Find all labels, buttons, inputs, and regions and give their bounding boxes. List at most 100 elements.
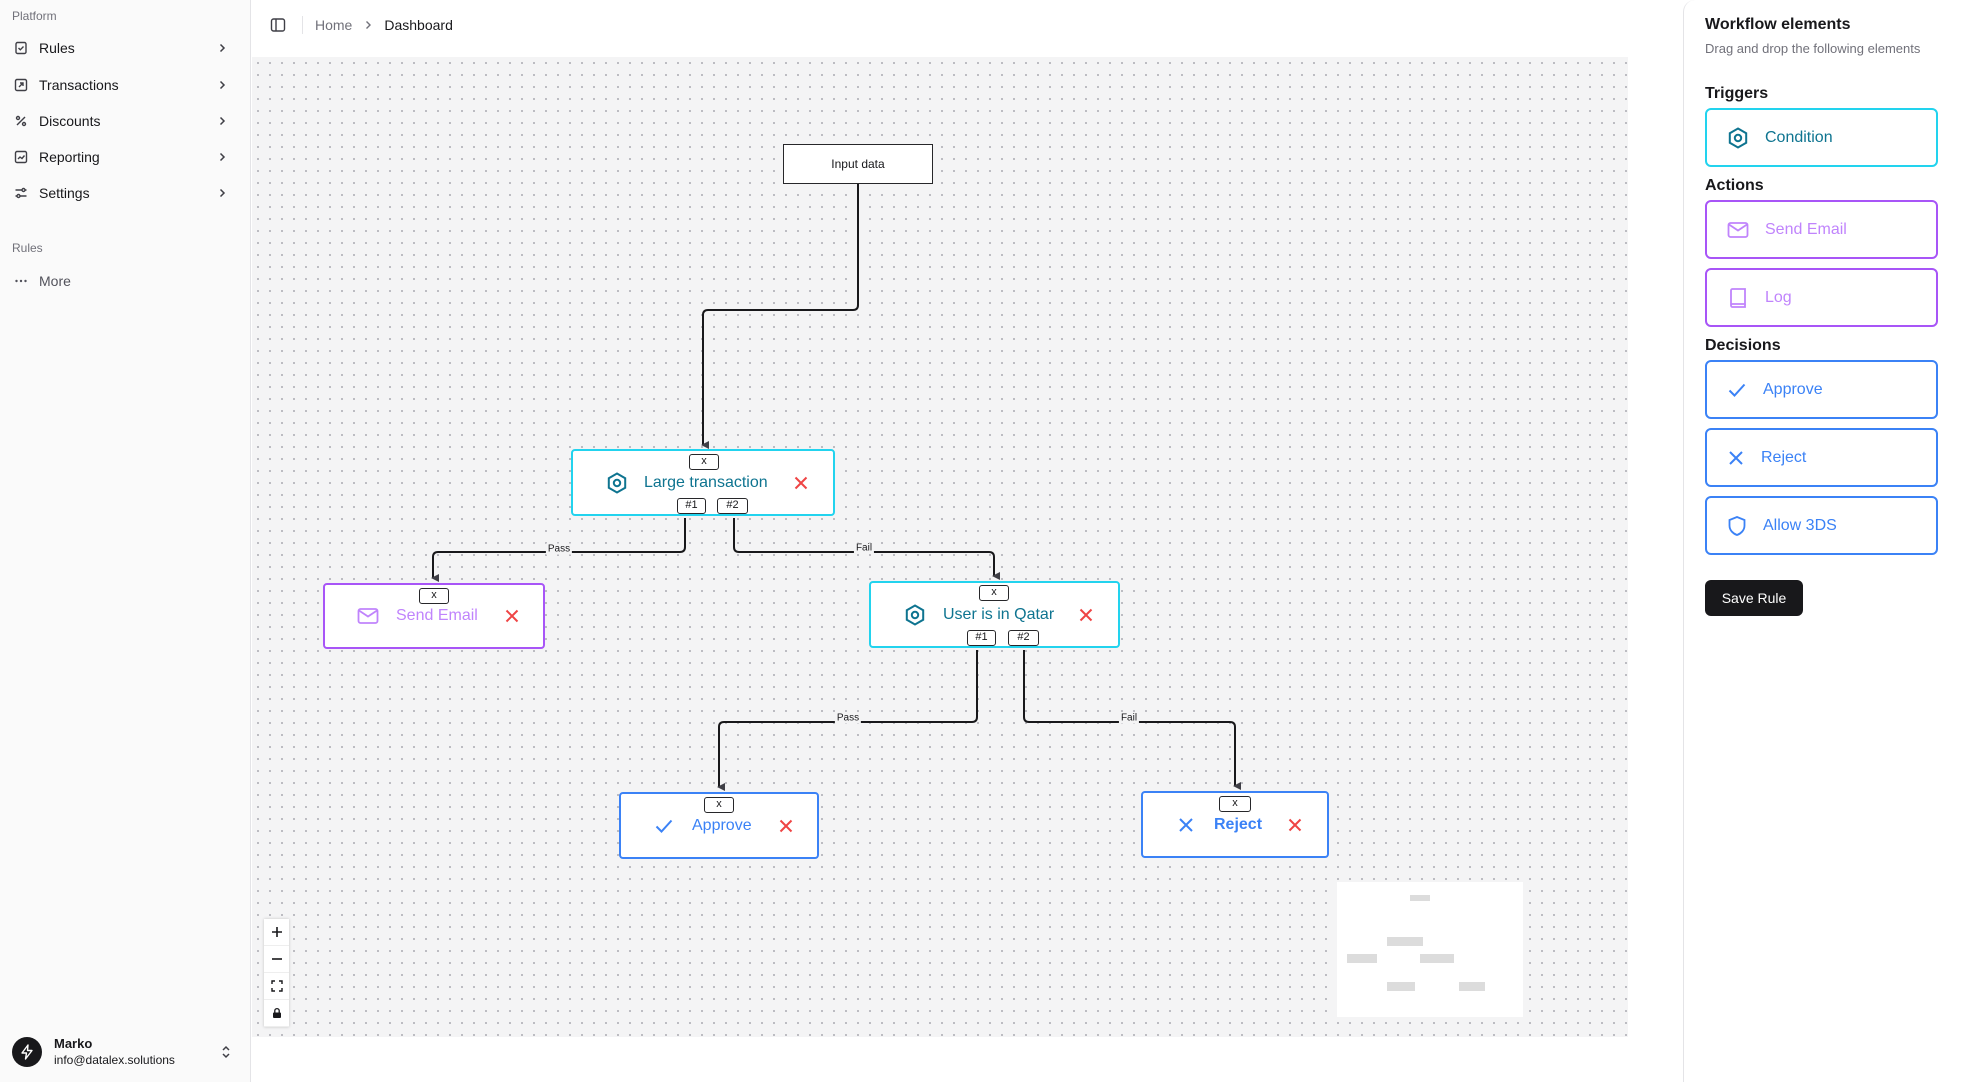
chevron-right-icon — [216, 186, 230, 200]
fit-view-button[interactable] — [264, 973, 289, 1000]
section-decisions: Decisions — [1705, 337, 1781, 354]
plus-icon — [271, 927, 282, 937]
avatar — [12, 1037, 42, 1067]
save-rule-button[interactable]: Save Rule — [1705, 580, 1803, 616]
reporting-icon — [13, 149, 29, 165]
workflow-canvas[interactable]: Pass Fail Pass Fail Input data Large tra… — [252, 57, 1628, 1037]
settings-icon — [13, 185, 29, 201]
sidebar-item-label: Settings — [39, 185, 90, 201]
input-handle[interactable]: x — [1219, 796, 1251, 812]
bolt-icon — [21, 1044, 33, 1060]
sidebar-item-rules[interactable]: Rules — [10, 31, 236, 65]
edge-label-pass: Pass — [834, 712, 862, 724]
chevron-right-icon — [216, 78, 230, 92]
sidebar-item-settings[interactable]: Settings — [10, 176, 236, 210]
sidebar-item-discounts[interactable]: Discounts — [10, 104, 236, 138]
sidebar-item-reporting[interactable]: Reporting — [10, 140, 236, 174]
draggable-send-email[interactable]: Send Email — [1705, 200, 1938, 259]
element-label: Allow 3DS — [1763, 516, 1837, 534]
chevron-right-icon — [362, 19, 374, 31]
workflow-elements-panel: Workflow elements Drag and drop the foll… — [1683, 0, 1961, 1082]
group-label-rules: Rules — [12, 241, 43, 255]
sidebar-item-transactions[interactable]: Transactions — [10, 68, 236, 102]
breadcrumb-current: Dashboard — [384, 17, 453, 33]
header: Home Dashboard — [252, 0, 1628, 50]
element-label: Approve — [1763, 380, 1823, 398]
input-handle[interactable]: x — [419, 588, 449, 604]
breadcrumb-home[interactable]: Home — [315, 17, 353, 33]
edge-label-fail: Fail — [853, 542, 875, 554]
fit-view-icon — [270, 980, 283, 992]
sidebar-item-more[interactable]: More — [10, 264, 236, 298]
node-approve[interactable]: Approve — [619, 792, 819, 859]
input-data-node[interactable]: Input data — [783, 144, 933, 184]
draggable-log[interactable]: Log — [1705, 268, 1938, 327]
shield-icon — [1726, 515, 1748, 537]
sidebar-item-label: More — [39, 273, 71, 289]
panel-subtitle: Drag and drop the following elements — [1705, 41, 1921, 56]
user-name: Marko — [54, 1036, 93, 1051]
output-handle-2[interactable]: #2 — [1008, 630, 1039, 646]
divider — [302, 16, 303, 34]
edge-label-pass: Pass — [545, 543, 573, 555]
edge-label-fail: Fail — [1118, 712, 1140, 724]
more-icon — [13, 273, 29, 289]
canvas-controls — [264, 919, 289, 1027]
percent-icon — [13, 113, 29, 129]
edge-input-to-large-transaction — [701, 183, 859, 449]
element-label: Log — [1765, 288, 1792, 306]
draggable-reject[interactable]: Reject — [1705, 428, 1938, 487]
panel-title: Workflow elements — [1705, 16, 1851, 33]
chevrons-up-down-icon — [220, 1045, 232, 1059]
minimap[interactable] — [1337, 882, 1523, 1017]
draggable-condition[interactable]: Condition — [1705, 108, 1938, 167]
condition-icon — [1726, 126, 1750, 150]
draggable-allow-3ds[interactable]: Allow 3DS — [1705, 496, 1938, 555]
check-icon — [1726, 379, 1748, 401]
output-handle-2[interactable]: #2 — [717, 498, 748, 514]
zoom-out-button[interactable] — [264, 946, 289, 973]
section-triggers: Triggers — [1705, 85, 1769, 102]
element-label: Condition — [1765, 128, 1833, 146]
element-label: Reject — [1761, 448, 1807, 466]
x-icon — [1176, 815, 1196, 835]
node-label: Large transaction — [644, 473, 768, 491]
minus-icon — [271, 958, 282, 960]
x-icon — [1726, 448, 1746, 468]
rules-icon — [13, 40, 29, 56]
zoom-in-button[interactable] — [264, 919, 289, 946]
condition-icon — [605, 471, 629, 495]
lock-button[interactable] — [264, 1000, 289, 1027]
node-label: Approve — [692, 816, 752, 834]
user-email: info@datalex.solutions — [54, 1053, 175, 1067]
node-label: Reject — [1214, 815, 1263, 833]
delete-node-icon[interactable] — [777, 817, 795, 835]
node-label: User is in Qatar — [943, 605, 1055, 623]
user-menu[interactable]: Marko info@datalex.solutions — [10, 1032, 238, 1072]
delete-node-icon[interactable] — [1286, 816, 1304, 834]
check-icon — [653, 815, 675, 837]
transactions-icon — [13, 77, 29, 93]
output-handle-1[interactable]: #1 — [967, 630, 996, 646]
delete-node-icon[interactable] — [1077, 606, 1095, 624]
input-handle[interactable]: x — [979, 585, 1009, 601]
chevron-right-icon — [216, 114, 230, 128]
delete-node-icon[interactable] — [792, 474, 810, 492]
delete-node-icon[interactable] — [503, 607, 521, 625]
draggable-approve[interactable]: Approve — [1705, 360, 1938, 419]
sidebar-toggle-icon[interactable] — [270, 16, 288, 34]
lock-icon — [272, 1007, 281, 1018]
section-actions: Actions — [1705, 177, 1764, 194]
sidebar: Platform Rules Transactions Discounts Re… — [0, 0, 251, 1082]
sidebar-item-label: Discounts — [39, 113, 101, 129]
sidebar-item-label: Reporting — [39, 149, 100, 165]
mail-icon — [356, 604, 380, 628]
node-send-email[interactable]: Send Email — [323, 583, 545, 649]
chevron-right-icon — [216, 150, 230, 164]
chevron-right-icon — [216, 41, 230, 55]
sidebar-item-label: Rules — [39, 40, 75, 56]
output-handle-1[interactable]: #1 — [677, 498, 706, 514]
input-handle[interactable]: x — [704, 797, 734, 813]
input-handle[interactable]: x — [689, 454, 719, 470]
log-icon — [1726, 286, 1750, 310]
